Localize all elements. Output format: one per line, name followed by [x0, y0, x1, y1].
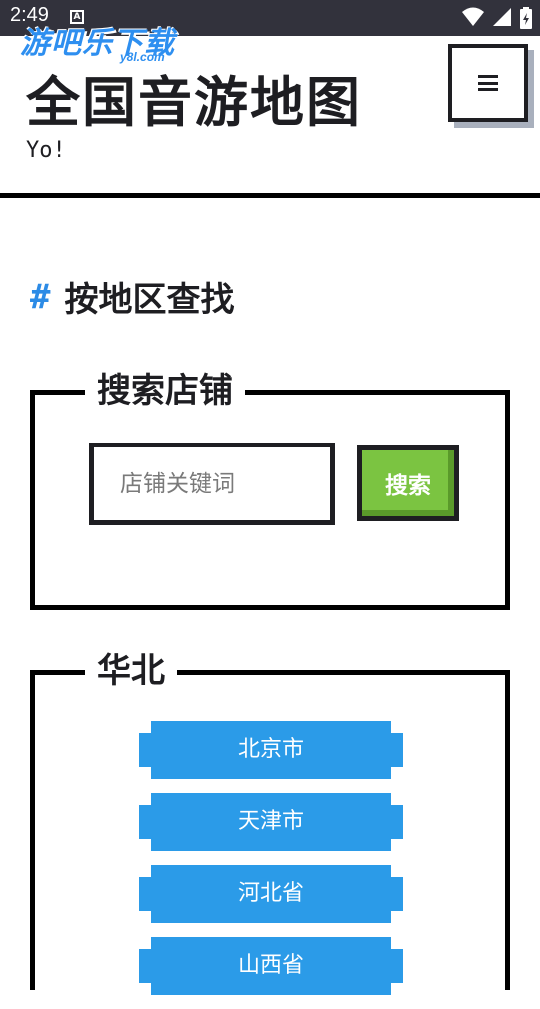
battery-icon [520, 7, 532, 29]
signal-icon [493, 8, 511, 26]
search-panel: 搜索店铺 搜索 [30, 371, 510, 610]
search-panel-legend: 搜索店铺 [85, 371, 245, 411]
header-divider [0, 193, 540, 198]
site-tagline: Yo! [26, 138, 66, 163]
region-list: 北京市 天津市 河北省 山西省 [139, 721, 403, 1009]
region-item-label: 山西省 [237, 953, 304, 978]
region-item-shanxi[interactable]: 山西省 [139, 937, 403, 995]
notification-icon: A [70, 10, 84, 24]
region-item-tianjin[interactable]: 天津市 [139, 793, 403, 851]
site-title: 全国音游地图 [26, 71, 362, 134]
region-item-hebei[interactable]: 河北省 [139, 865, 403, 923]
menu-button[interactable] [448, 44, 528, 122]
wifi-icon [462, 7, 484, 26]
status-time: 2:49 [10, 4, 49, 26]
hamburger-icon [478, 75, 498, 91]
region-item-beijing[interactable]: 北京市 [139, 721, 403, 779]
watermark-url: y8l.com [120, 50, 165, 64]
hash-icon: # [30, 276, 51, 317]
search-button[interactable]: 搜索 [357, 445, 459, 521]
region-item-label: 河北省 [237, 881, 304, 906]
section-title: 按地区查找 [64, 280, 235, 320]
section-heading: # 按地区查找 [30, 272, 234, 321]
status-bar: 2:49 A [0, 0, 540, 36]
status-icons [462, 7, 532, 29]
store-keyword-input[interactable] [89, 443, 335, 525]
watermark-logo: 游吧乐下载 [20, 26, 175, 61]
region-panel-legend: 华北 [85, 651, 177, 691]
region-item-label: 北京市 [237, 737, 304, 762]
region-panel-north-china: 华北 北京市 天津市 河北省 山西省 [30, 651, 510, 995]
region-item-label: 天津市 [237, 809, 304, 834]
